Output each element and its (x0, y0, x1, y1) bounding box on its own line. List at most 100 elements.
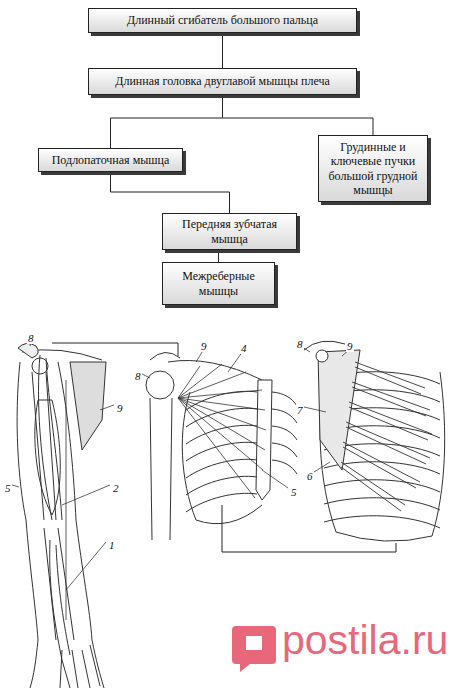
illustration-line (150, 398, 152, 540)
illustration-line (343, 447, 416, 488)
illustration-line (346, 422, 430, 458)
callout-number: 9 (200, 336, 208, 354)
box-text: Длинный сгибатель большого пальца (127, 13, 318, 27)
watermark-icon (232, 626, 276, 672)
illustration-line (60, 650, 62, 688)
illustration-line (46, 358, 62, 520)
callout-number: 4 (240, 338, 248, 356)
illustration-line (352, 387, 426, 416)
illustration-line (304, 407, 326, 412)
illustration-line (324, 498, 440, 510)
callout-number: 8 (134, 366, 142, 384)
callout-number: 8 (27, 332, 35, 344)
callout-number: 5 (4, 478, 12, 496)
illustration-line (256, 380, 272, 500)
illustration-line (39, 355, 53, 520)
muscle-box: Длинная головка двуглавой мышцы плеча (88, 68, 357, 95)
illustration-line (70, 362, 106, 450)
box-text: Межреберные мышцы (169, 269, 268, 298)
illustration-line (246, 636, 262, 650)
illustration-line (186, 442, 257, 461)
illustration-line (178, 398, 265, 450)
illustration-line (82, 650, 90, 688)
callout-number: 5 (290, 486, 298, 498)
illustration-line (100, 405, 114, 410)
illustration-line (186, 459, 257, 478)
illustration-line (228, 351, 243, 372)
illustration-line (66, 542, 106, 590)
illustration-line (272, 426, 297, 440)
chest-side-figure (304, 341, 445, 541)
callout-number: 9 (116, 398, 124, 416)
illustration-line (178, 364, 266, 498)
illustration-line (18, 343, 38, 358)
illustration-line (232, 626, 276, 672)
callout-number: 9 (346, 336, 354, 354)
arm-figure (17, 343, 106, 688)
leader-lines (12, 342, 350, 590)
illustration-line (355, 367, 421, 394)
illustration-line (146, 371, 174, 399)
illustration-line (178, 398, 255, 498)
figure-link-lines (52, 343, 396, 552)
illustration-line (150, 352, 180, 360)
callout-number: 1 (108, 535, 116, 553)
illustration-line (341, 467, 401, 511)
illustration-line (222, 505, 396, 552)
callout-number: 7 (296, 400, 304, 418)
connector-line (222, 33, 223, 68)
connector-line (111, 172, 230, 213)
illustration-line (142, 374, 150, 378)
illustration-line (341, 462, 405, 505)
illustration-line (272, 460, 297, 474)
box-text: Подлопаточная мышца (52, 153, 170, 167)
illustration-line (186, 476, 257, 495)
illustration-line (178, 398, 263, 470)
illustration-line (178, 398, 266, 430)
box-text: Длинная головка двуглавой мышцы плеча (115, 74, 330, 88)
illustration-line (262, 470, 288, 488)
illustration-line (432, 372, 445, 536)
callout-number: 6 (306, 466, 314, 484)
illustration-line (90, 645, 100, 686)
illustration-line (178, 390, 262, 398)
illustration-line (62, 485, 110, 505)
illustration-line (196, 505, 262, 524)
callout-number: 7 (296, 404, 304, 416)
muscle-box: Длинный сгибатель большого пальца (88, 8, 357, 33)
connector-line (111, 95, 223, 148)
muscle-box: Грудинные и ключевые пучки большой грудн… (318, 135, 428, 202)
illustration-line (316, 350, 328, 362)
watermark-text: postila.ru (282, 617, 448, 663)
illustration-line (352, 382, 430, 410)
connector-line (223, 95, 374, 135)
callout-number: 2 (112, 482, 120, 494)
illustration-line (72, 650, 78, 688)
illustration-line (178, 398, 265, 410)
illustration-line (12, 485, 19, 487)
illustration-line (314, 462, 330, 472)
callout-number: 9 (346, 340, 354, 352)
callout-number: 6 (306, 470, 314, 482)
illustration-line (178, 364, 222, 398)
callout-number: 8 (27, 328, 35, 346)
callout-number: 1 (108, 539, 116, 551)
illustration-line (272, 409, 297, 423)
callout-number: 4 (240, 342, 248, 354)
illustration-line (304, 341, 345, 350)
connector-line (218, 250, 219, 262)
callout-number: 5 (4, 482, 12, 494)
illustration-line (178, 366, 200, 398)
illustration-line (35, 400, 60, 515)
illustration-line (324, 516, 440, 528)
watermark: postila.ru (282, 618, 448, 663)
illustration-line (355, 362, 425, 388)
illustration-line (50, 540, 70, 688)
illustration-line (168, 360, 262, 380)
illustration-line (346, 427, 426, 464)
illustration-line (178, 372, 246, 398)
illustration-line (343, 442, 420, 482)
muscle-box: Подлопаточная мышца (38, 148, 183, 172)
callout-number: 2 (112, 478, 120, 496)
